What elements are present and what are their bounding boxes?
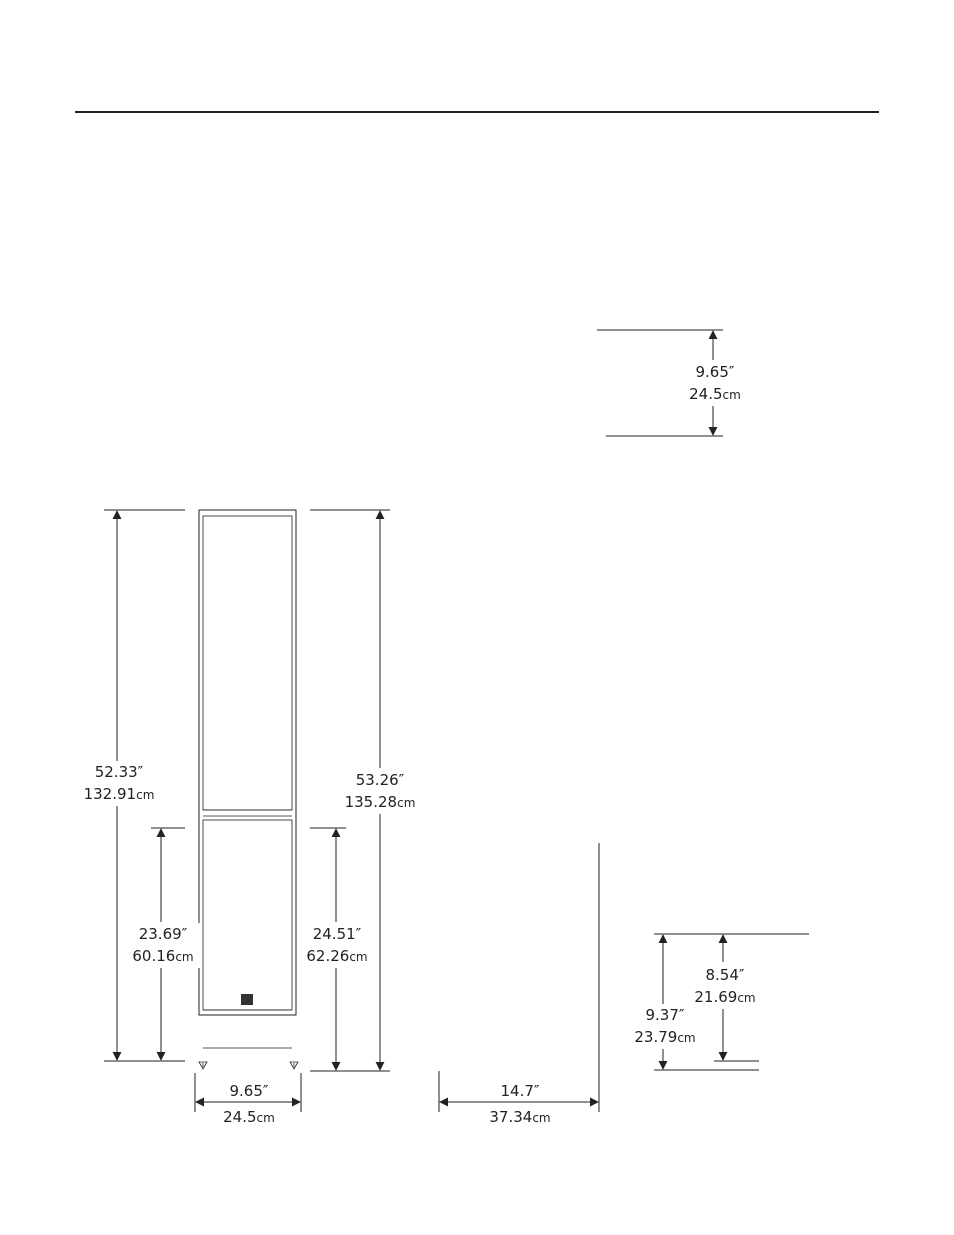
width-label: 9.65″ 24.5cm (214, 1080, 284, 1129)
base-height-b-label: 9.37″ 23.79cm (628, 1004, 702, 1049)
top-depth-label: 9.65″ 24.5cm (678, 361, 752, 406)
lower-height-left-label: 23.69″ 60.16cm (124, 923, 202, 968)
speaker-front-view (199, 510, 298, 1069)
lower-height-right-label: 24.51″ 62.26cm (298, 923, 376, 968)
depth-dimension (439, 843, 599, 1112)
depth-label: 14.7″ 37.34cm (480, 1080, 560, 1129)
overall-height-right-label: 53.26″ 135.28cm (338, 769, 422, 814)
base-height-a-label: 8.54″ 21.69cm (688, 964, 762, 1009)
logo-badge (241, 994, 253, 1005)
overall-height-left-label: 52.33″ 132.91cm (78, 761, 160, 806)
